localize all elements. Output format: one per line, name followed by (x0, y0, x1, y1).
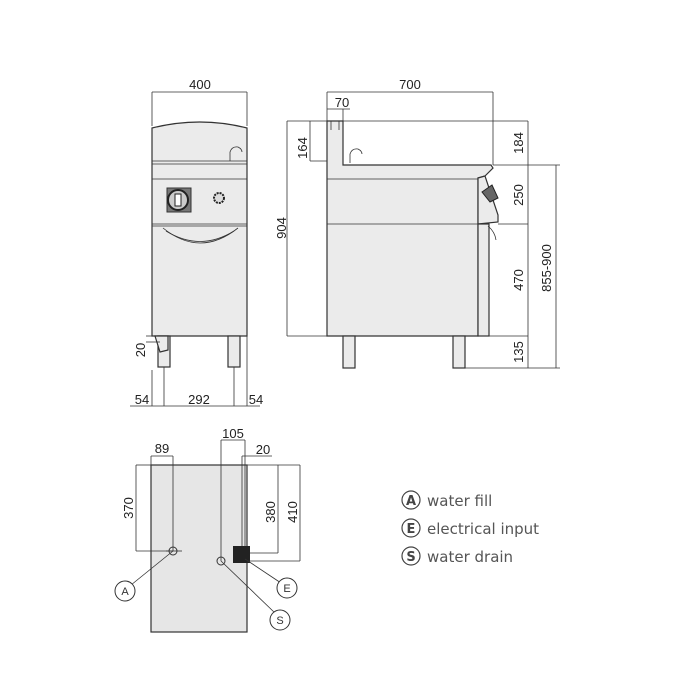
dim-right-offset: 54 (249, 392, 263, 407)
callout-e: E (276, 577, 298, 599)
dim-a-y: 370 (121, 497, 136, 519)
dim-drain-height: 20 (133, 343, 148, 357)
callout-a: A (114, 580, 136, 602)
svg-text:S: S (406, 550, 415, 565)
plan-view: 89 105 20 370 380 410 A E S (114, 426, 301, 633)
svg-text:A: A (121, 586, 129, 598)
dim-splash-depth: 70 (335, 95, 349, 110)
svg-text:A: A (406, 494, 416, 509)
front-view: 400 54 292 54 20 (130, 77, 263, 407)
dim-left-offset: 54 (135, 392, 149, 407)
switch-knob (166, 187, 192, 213)
legend-item-electrical-input: E electrical input (401, 518, 539, 538)
dim-h-door: 470 (511, 269, 526, 291)
svg-text:E: E (407, 522, 416, 537)
faucet-icon (349, 148, 363, 163)
thermostat-knob (213, 192, 225, 204)
dim-h-top: 184 (511, 132, 526, 154)
dim-h-legs: 135 (511, 341, 526, 363)
side-view: 700 70 904 164 184 250 470 135 855-900 (274, 77, 560, 369)
dim-a-x: 89 (155, 441, 169, 456)
dim-e-offset: 20 (256, 442, 270, 457)
dim-work-height: 855-900 (539, 244, 554, 292)
legend: A water fill E electrical input S water … (401, 490, 539, 566)
callout-s: S (269, 609, 291, 631)
electrical-input-point (233, 546, 250, 563)
svg-text:water drain: water drain (427, 548, 513, 566)
legend-item-water-drain: S water drain (401, 546, 513, 566)
faucet-icon (229, 146, 243, 161)
dim-splash-height: 164 (295, 137, 310, 159)
dim-s-y: 410 (285, 501, 300, 523)
svg-text:water fill: water fill (427, 492, 492, 510)
svg-text:E: E (283, 583, 290, 595)
dim-h-panel: 250 (511, 184, 526, 206)
dim-depth: 700 (399, 77, 421, 92)
legend-item-water-fill: A water fill (401, 490, 492, 510)
dim-e-y: 380 (263, 501, 278, 523)
dim-total-height: 904 (274, 217, 289, 239)
dim-s-offset: 105 (222, 426, 244, 441)
svg-text:S: S (276, 615, 283, 627)
svg-text:electrical input: electrical input (427, 520, 539, 538)
dim-leg-spacing: 292 (188, 392, 210, 407)
dim-width: 400 (189, 77, 211, 92)
side-knob (481, 184, 499, 203)
